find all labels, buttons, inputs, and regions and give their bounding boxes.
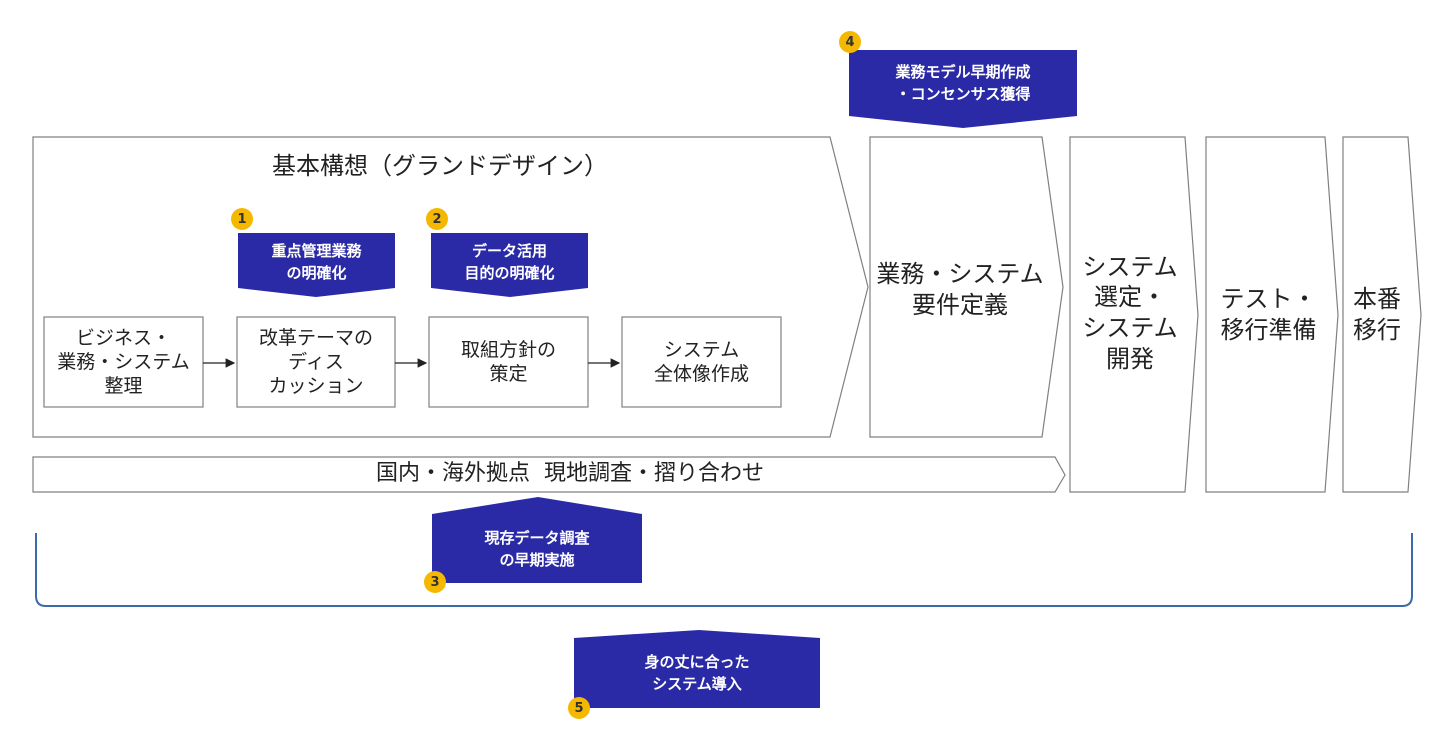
callout-shape-4 — [849, 50, 1077, 128]
badge-1: 1 — [231, 208, 253, 230]
callout-text-2: データ活用 目的の明確化 — [464, 241, 555, 283]
selection-chevron — [1069, 136, 1199, 493]
scope-bracket — [35, 533, 1413, 607]
callout-text-3: 現存データ調査 の早期実施 — [484, 528, 590, 570]
grand-design-title: 基本構想（グランドデザイン） — [272, 151, 608, 180]
step-box-3 — [428, 316, 589, 408]
site-survey-label: 国内・海外拠点 現地調査・摺り合わせ — [376, 461, 764, 487]
selection-title: システム 選定・ システム 開発 — [1082, 252, 1178, 373]
callout-text-1: 重点管理業務 の明確化 — [271, 241, 362, 283]
callout-text-4: 業務モデル早期作成 ・コンセンサス獲得 — [895, 62, 1031, 104]
badge-3: 3 — [424, 571, 446, 593]
step-label-2: 改革テーマの ディス カッション — [258, 326, 373, 398]
callout-shape-3 — [432, 497, 642, 583]
test-title: テスト・ 移行準備 — [1220, 285, 1317, 344]
site-survey-bar — [32, 456, 1066, 493]
golive-chevron — [1342, 136, 1422, 493]
test-chevron — [1205, 136, 1339, 493]
callout-shape-5 — [574, 630, 820, 708]
step-box-2 — [236, 316, 396, 408]
badge-5: 5 — [568, 697, 590, 719]
step-label-1: ビジネス・ 業務・システム 整理 — [57, 326, 190, 398]
step-label-4: システム 全体像作成 — [653, 338, 749, 385]
callout-text-5: 身の丈に合った システム導入 — [644, 652, 750, 694]
callout-shape-2 — [431, 233, 588, 297]
badge-2: 2 — [426, 208, 448, 230]
step-box-1 — [43, 316, 204, 408]
step-label-3: 取組方針の 策定 — [460, 338, 556, 385]
step-box-4 — [621, 316, 782, 408]
callout-shape-1 — [238, 233, 395, 297]
requirements-chevron — [869, 136, 1064, 438]
requirements-title: 業務・システム 要件定義 — [876, 260, 1044, 319]
golive-title: 本番 移行 — [1353, 285, 1401, 344]
badge-4: 4 — [839, 31, 861, 53]
